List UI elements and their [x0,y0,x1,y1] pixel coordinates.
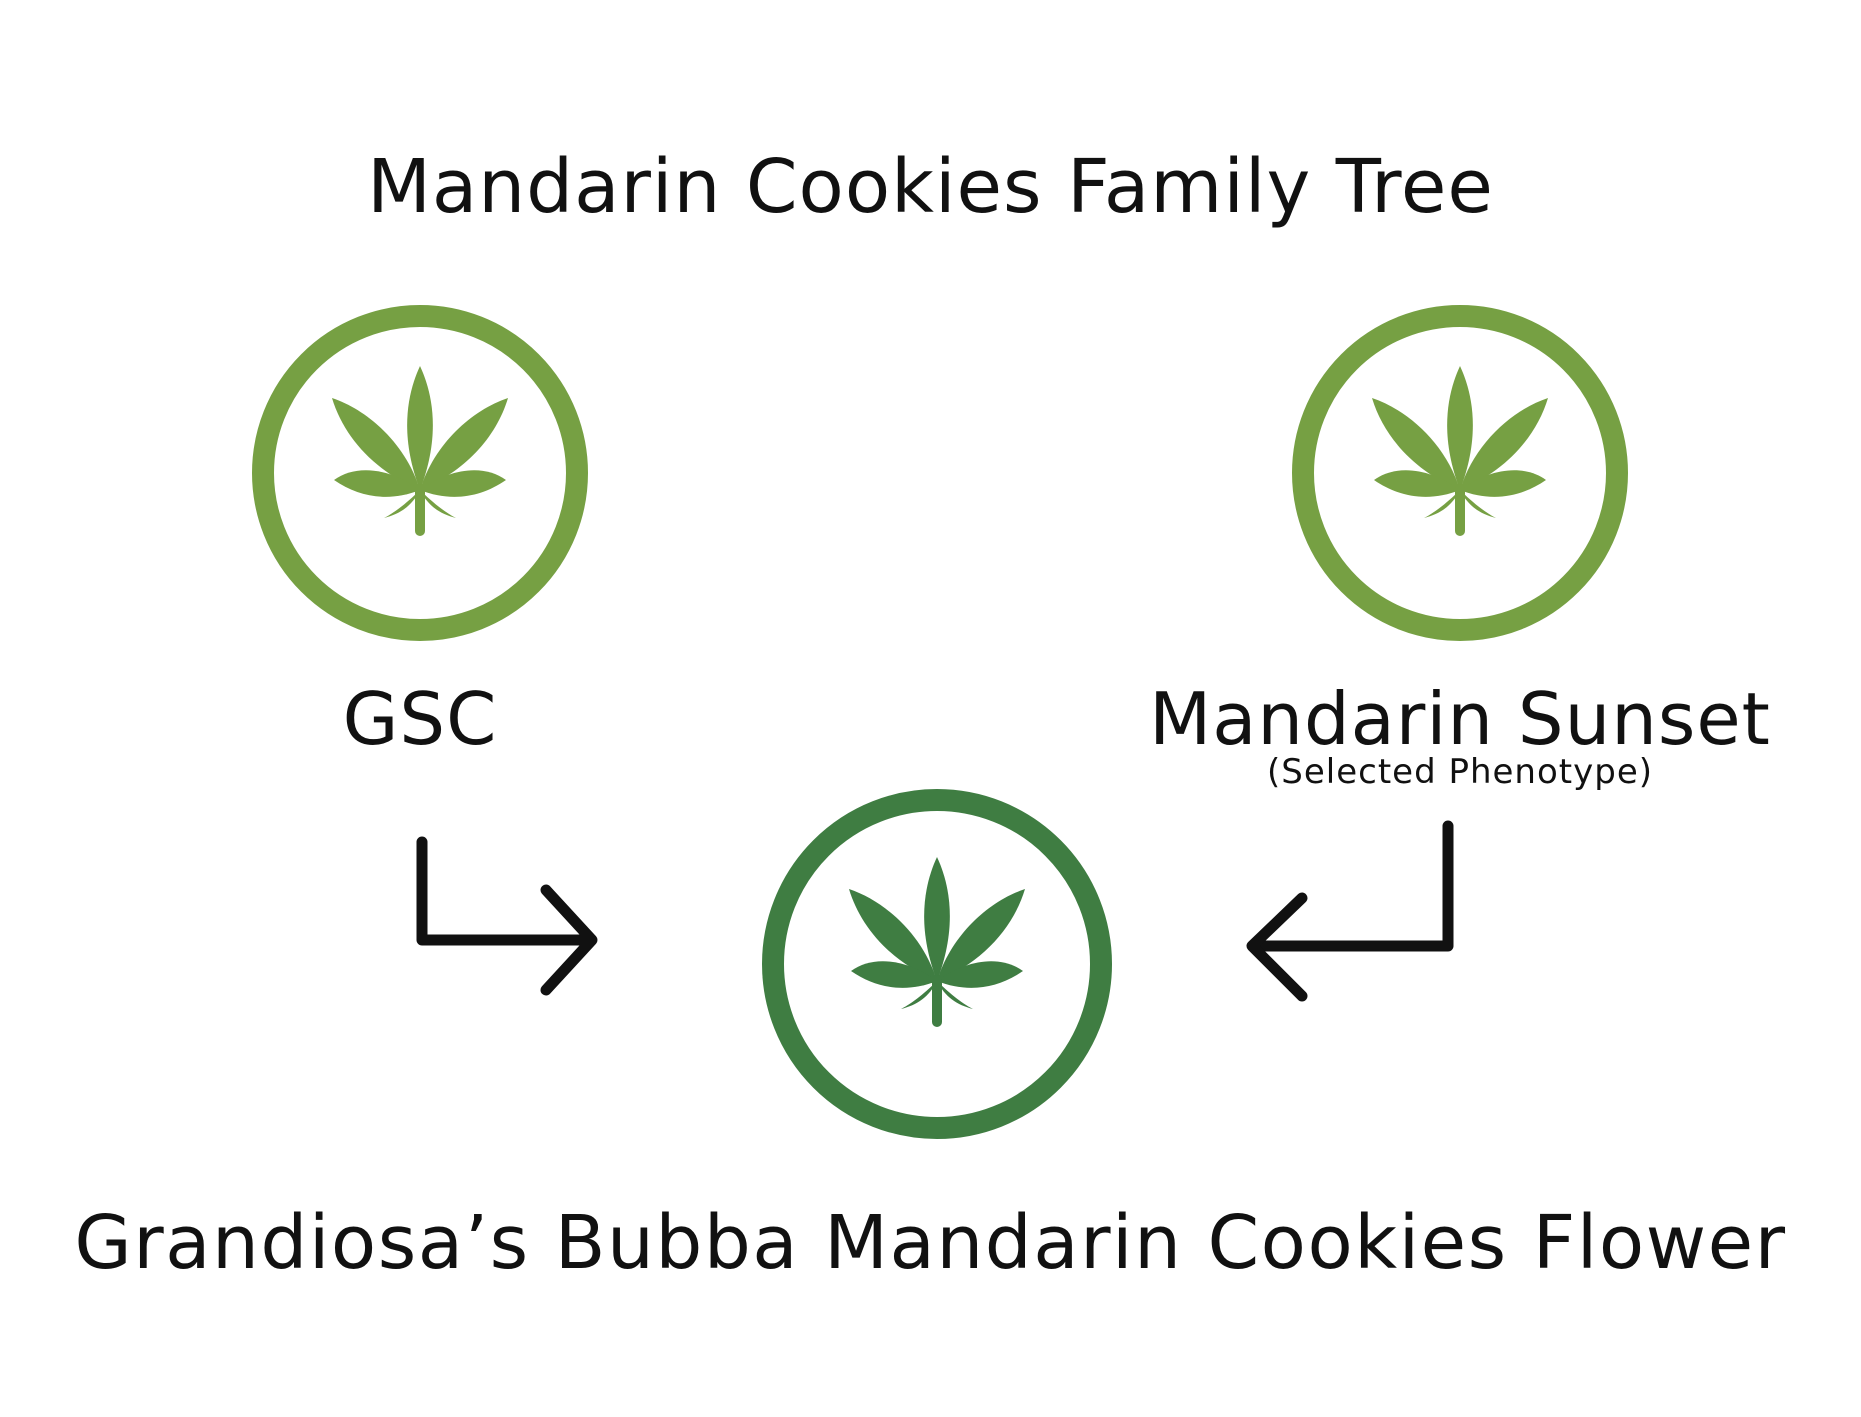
offspring-node [758,785,1116,1143]
arrow-right-icon [416,836,598,996]
offspring-label: Grandiosa’s Bubba Mandarin Cookies Flowe… [74,1200,1787,1286]
arrow-left-icon [1246,820,1454,1002]
parent-label-gsc: GSC [342,677,498,761]
parent-label-mandarin-sunset: Mandarin Sunset [1149,677,1771,761]
phenotype-note: (Selected Phenotype) [1267,752,1653,792]
page-title: Mandarin Cookies Family Tree [367,144,1494,230]
parent-node-mandarin-sunset [1287,300,1633,646]
cannabis-leaf-icon [252,305,588,641]
cannabis-leaf-icon [762,789,1112,1139]
cannabis-leaf-icon [1292,305,1628,641]
parent-node-gsc [247,300,593,646]
